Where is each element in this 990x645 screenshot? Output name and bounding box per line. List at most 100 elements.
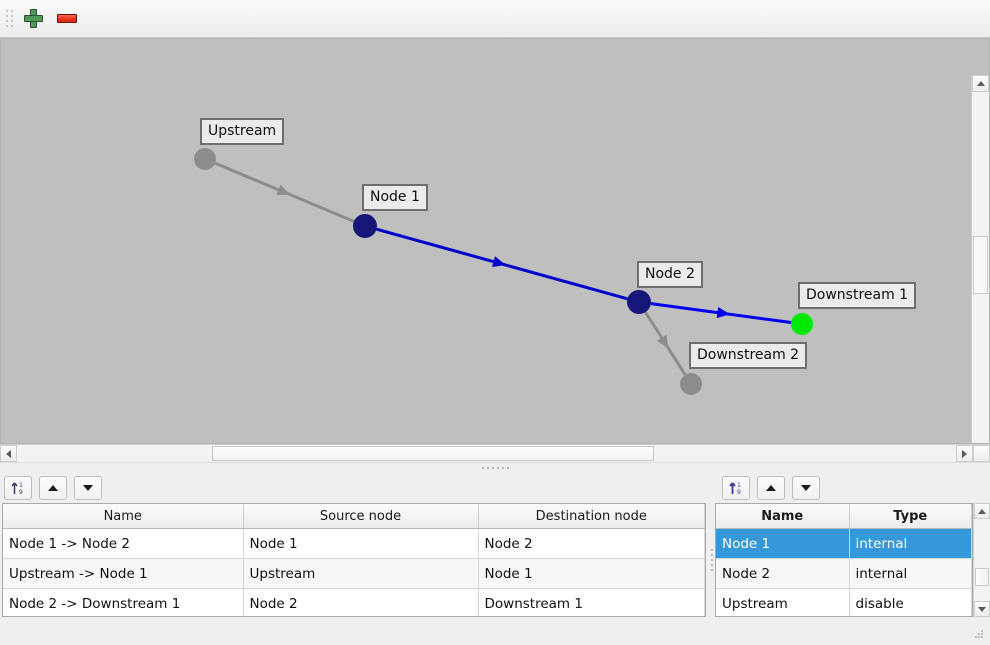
graph-node-downstream2[interactable] (680, 373, 702, 395)
graph-vertical-scrollbar[interactable] (971, 75, 989, 443)
table-cell[interactable]: disable (849, 588, 972, 616)
table-cell[interactable]: Upstream (243, 558, 479, 589)
edges-panel: 1 9 Name (0, 473, 708, 617)
vertical-scroll-track[interactable] (972, 92, 989, 443)
vertical-scroll-track[interactable] (974, 519, 990, 601)
graph-node-label-downstream2[interactable]: Downstream 2 (689, 342, 808, 369)
table-cell[interactable]: internal (849, 558, 972, 589)
edges-table-container[interactable]: Name Source node Destination node Node 1… (2, 503, 706, 617)
table-cell[interactable]: Node 1 (478, 558, 705, 589)
triangle-left-icon (6, 449, 11, 458)
main-toolbar (0, 0, 990, 38)
table-cell[interactable]: Node 1 (243, 528, 479, 559)
table-cell[interactable]: Node 2 (243, 588, 479, 616)
tables-area: 1 9 Name (0, 473, 990, 617)
table-cell[interactable]: Node 2 (478, 528, 705, 559)
status-bar (0, 617, 990, 645)
edges-table-header-row: Name Source node Destination node (3, 504, 705, 529)
triangle-down-icon (801, 485, 811, 491)
graph-edge-arrow (492, 256, 506, 268)
nodes-panel-resize-handle[interactable] (708, 503, 715, 617)
nodes-toolbar: 1 9 (708, 473, 990, 503)
graph-node-label-node1[interactable]: Node 1 (362, 184, 428, 211)
column-header-type[interactable]: Type (849, 504, 972, 529)
splitter-grip (481, 467, 509, 469)
nodes-table-scrollbar[interactable] (973, 503, 990, 617)
graph-horizontal-scrollbar[interactable] (0, 444, 990, 462)
horizontal-scroll-thumb[interactable] (212, 446, 654, 461)
sort-icon: 1 9 (728, 480, 744, 496)
add-node-button[interactable] (18, 4, 48, 34)
panel-splitter[interactable] (0, 462, 990, 473)
nodes-move-down-button[interactable] (792, 476, 820, 500)
table-cell[interactable]: internal (849, 528, 972, 559)
edges-sort-button[interactable]: 1 9 (4, 476, 32, 500)
nodes-move-up-button[interactable] (757, 476, 785, 500)
svg-text:9: 9 (19, 489, 23, 496)
edges-move-down-button[interactable] (74, 476, 102, 500)
table-cell[interactable]: Node 1 -> Node 2 (3, 528, 244, 559)
triangle-up-icon (48, 485, 58, 491)
remove-node-button[interactable] (52, 4, 82, 34)
graph-node-label-downstream1[interactable]: Downstream 1 (798, 282, 917, 309)
toolbar-drag-handle[interactable] (4, 7, 14, 31)
triangle-down-icon (978, 606, 986, 612)
table-cell[interactable]: Upstream -> Node 1 (3, 558, 244, 589)
column-header-name[interactable]: Name (716, 504, 850, 529)
edges-table[interactable]: Name Source node Destination node Node 1… (3, 504, 705, 616)
window-resize-grip[interactable] (975, 630, 987, 642)
column-header-name[interactable]: Name (3, 504, 244, 529)
svg-text:1: 1 (19, 482, 23, 489)
scroll-left-button[interactable] (0, 445, 17, 462)
svg-text:1: 1 (737, 482, 741, 489)
graph-node-upstream[interactable] (194, 148, 216, 170)
graph-node-node2[interactable] (627, 290, 651, 314)
graph-node-downstream1[interactable] (791, 313, 813, 335)
vertical-scroll-thumb[interactable] (973, 235, 988, 294)
scroll-up-button[interactable] (972, 75, 989, 92)
graph-canvas[interactable] (1, 39, 990, 443)
graph-edge-arrow (716, 307, 730, 319)
scroll-corner (973, 445, 990, 462)
vertical-scroll-thumb[interactable] (975, 568, 989, 587)
triangle-up-icon (976, 81, 985, 86)
table-cell[interactable]: Node 2 (716, 558, 850, 589)
table-cell[interactable]: Node 2 -> Downstream 1 (3, 588, 244, 616)
column-header-destination[interactable]: Destination node (478, 504, 705, 529)
table-cell[interactable]: Downstream 1 (478, 588, 705, 616)
plus-icon (23, 9, 43, 28)
graph-node-node1[interactable] (353, 214, 377, 238)
nodes-sort-button[interactable]: 1 9 (722, 476, 750, 500)
svg-text:9: 9 (737, 489, 741, 496)
graph-edge-arrow (657, 334, 669, 349)
horizontal-scroll-track[interactable] (17, 445, 956, 462)
graph-node-label-node2[interactable]: Node 2 (637, 261, 703, 288)
triangle-right-icon (962, 449, 967, 458)
graph-node-label-upstream[interactable]: Upstream (200, 118, 285, 145)
triangle-up-icon (978, 508, 986, 514)
edges-move-up-button[interactable] (39, 476, 67, 500)
triangle-up-icon (766, 485, 776, 491)
sort-icon: 1 9 (10, 480, 26, 496)
table-cell[interactable]: Upstream (716, 588, 850, 616)
nodes-panel: 1 9 (708, 473, 990, 617)
scroll-up-button[interactable] (974, 503, 990, 519)
table-cell[interactable]: Node 1 (716, 528, 850, 559)
column-header-source[interactable]: Source node (243, 504, 479, 529)
scroll-right-button[interactable] (956, 445, 973, 462)
graph-edge-arrow (276, 184, 291, 195)
scroll-down-button[interactable] (974, 601, 990, 617)
